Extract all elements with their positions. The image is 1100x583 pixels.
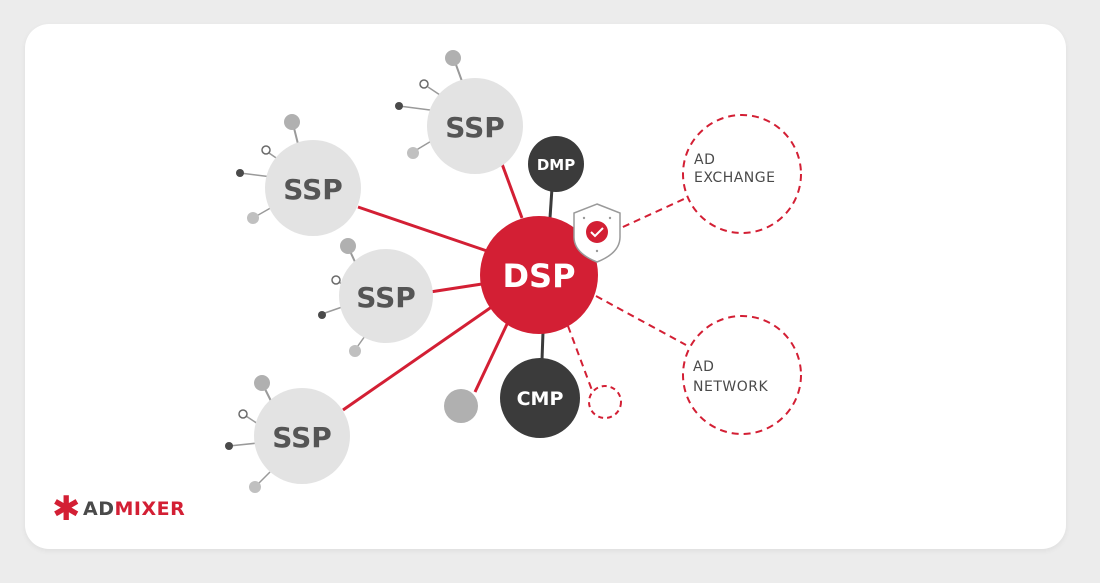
ssp-upper-left-satellites — [236, 114, 300, 224]
cmp-node-label: CMP — [517, 388, 564, 410]
cmp-connector — [540, 331, 545, 361]
ssp-dsp-connectors — [342, 205, 494, 412]
ad-network-line2: NETWORK — [693, 379, 768, 395]
ssp-top-satellites — [395, 50, 464, 159]
cmp-node — [500, 358, 580, 438]
logo-text-ad: AD — [83, 498, 115, 520]
dsp-node-label: DSP — [502, 257, 575, 295]
ad-exchange-node — [682, 114, 802, 234]
ssp-node-upper-left-label: SSP — [283, 173, 343, 206]
ad-network-node — [682, 315, 802, 435]
grey-dot-connector — [473, 321, 510, 393]
dsp-node — [480, 216, 598, 334]
grey-dot-node — [444, 389, 478, 423]
ssp-node-top-label: SSP — [445, 111, 505, 144]
ssp-node-middle-label: SSP — [356, 281, 416, 314]
ad-exchange-line2: EXCHANGE — [694, 170, 775, 186]
ssp-bottom-satellites — [225, 375, 272, 493]
shield-check-icon — [573, 203, 621, 263]
dashed-connectors — [567, 192, 698, 394]
ssp-node-upper-left — [265, 140, 361, 236]
small-dashed-circle — [588, 385, 622, 419]
ssp-node-bottom — [254, 388, 350, 484]
dmp-connector — [548, 187, 554, 219]
dmp-node-label: DMP — [537, 156, 575, 174]
ssp-node-middle — [339, 249, 433, 343]
dmp-node — [528, 136, 584, 192]
ad-network-line1: AD — [693, 359, 714, 375]
logo-text-mixer: MIXER — [114, 498, 186, 520]
ssp-node-top — [427, 78, 523, 174]
ssp-node-bottom-label: SSP — [272, 421, 332, 454]
ad-exchange-line1: AD — [694, 152, 715, 168]
asterisk-icon: ✱ — [52, 489, 81, 529]
